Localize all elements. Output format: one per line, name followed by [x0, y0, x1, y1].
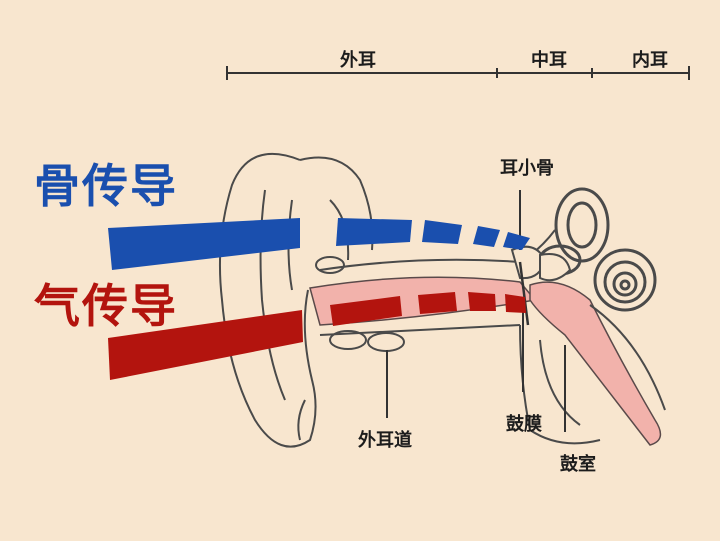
scale-label-outer-ear: 外耳 [340, 50, 376, 71]
eardrum-line [518, 261, 530, 326]
part-label-tympanic-cavity: 鼓室 [560, 454, 596, 475]
ear-section-scale-bar [226, 66, 690, 80]
air-conduction-label: 气传导 [34, 279, 178, 333]
scale-label-inner-ear: 内耳 [632, 50, 668, 71]
cochlea [593, 248, 657, 312]
scale-label-middle-ear: 中耳 [531, 50, 567, 71]
part-label-ear-canal: 外耳道 [358, 430, 412, 451]
bone-conduction-band [108, 218, 530, 270]
air-conduction-band [108, 292, 526, 380]
bone-conduction-label: 骨传导 [34, 159, 178, 213]
part-label-ossicles: 耳小骨 [500, 158, 554, 179]
part-label-eardrum: 鼓膜 [506, 414, 542, 435]
canal-outline [315, 256, 521, 352]
tympanic-cavity-shape [529, 281, 662, 446]
